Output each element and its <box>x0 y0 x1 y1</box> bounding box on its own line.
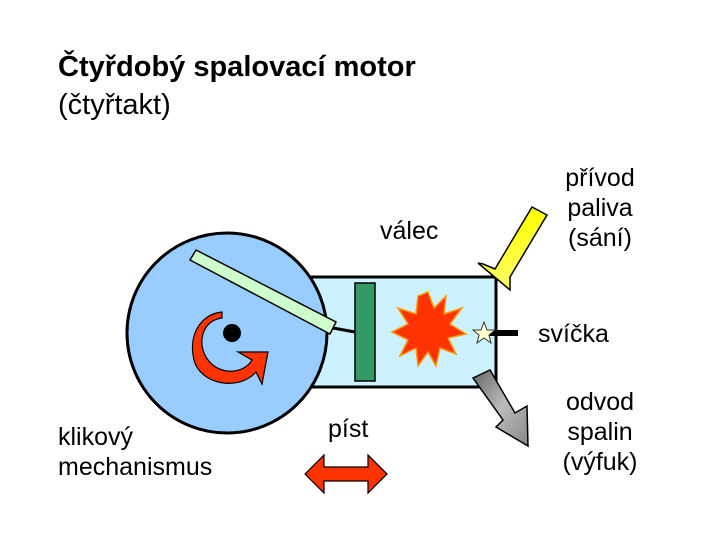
connecting-rod <box>188 249 338 336</box>
circular-arrow-icon <box>191 311 269 386</box>
exhaust-label: odvod spalin (výfuk) <box>530 387 670 477</box>
piston-motion-arrow <box>304 453 388 495</box>
crank-pivot <box>223 324 241 342</box>
piston-label: píst <box>328 415 369 443</box>
fuel-intake-label: přívod paliva (sání) <box>530 163 670 253</box>
diagram-title: Čtyřdobý spalovací motor <box>58 51 416 83</box>
fuel-intake-line: přívod <box>565 164 635 192</box>
exhaust-line: (výfuk) <box>562 448 638 476</box>
crank-line: klikový <box>58 423 134 451</box>
spark-plug <box>488 330 518 336</box>
intake-arrow <box>477 206 549 292</box>
piston <box>354 282 376 382</box>
diagram-subtitle: (čtyřtakt) <box>58 89 171 121</box>
exhaust-line: spalin <box>567 418 633 446</box>
cylinder-label: válec <box>380 217 439 245</box>
spark-star-icon <box>471 320 497 345</box>
crank-label: klikový mechanismus <box>58 422 212 482</box>
exhaust-arrow <box>471 369 529 448</box>
spark-plug-label: svíčka <box>538 320 609 348</box>
exhaust-line: odvod <box>565 388 635 416</box>
explosion-star-icon <box>390 291 468 369</box>
fuel-intake-line: (sání) <box>568 224 632 252</box>
crank-line: mechanismus <box>58 453 213 481</box>
piston-rod <box>332 326 356 334</box>
fuel-intake-line: paliva <box>567 194 633 222</box>
